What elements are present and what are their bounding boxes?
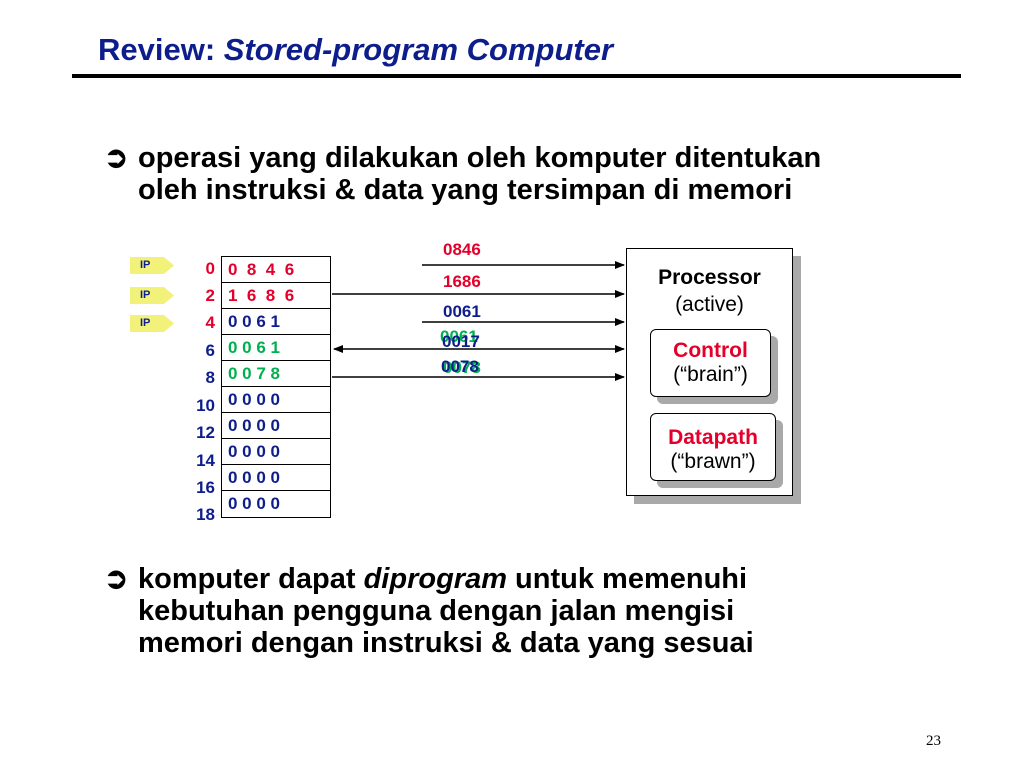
memory-cell: 0 0 0 0 (228, 494, 280, 513)
ip-arrow-icon (130, 315, 174, 332)
page-number: 23 (926, 733, 941, 749)
mem-address: 2 (205, 286, 215, 305)
bullet-2-line-1: komputer dapat diprogram untuk memenuhi (138, 563, 754, 595)
memory-cell: 0 0 6 1 (222, 335, 330, 361)
bullet-arrow-icon: ➲ (104, 563, 129, 595)
ip-arrow-icon (130, 257, 174, 274)
ip-label: IP (140, 289, 151, 301)
memory-table: 0 8 4 6 1 6 8 6 0 0 6 1 0 0 6 1 0 0 7 8 … (221, 256, 331, 518)
control-box: Control (“brain”) (650, 329, 771, 397)
datapath-box: Datapath (“brawn”) (650, 413, 776, 481)
mem-address: 16 (196, 478, 215, 497)
ip-arrow-2: IP (130, 287, 174, 304)
control-sub: (“brain”) (673, 363, 748, 386)
bus-label-3: 0061 (443, 302, 481, 321)
ip-arrow-1: IP (130, 257, 174, 274)
mem-address: 0 (205, 259, 215, 278)
memory-cell: 0 0 0 0 (222, 413, 330, 439)
mem-address: 18 (196, 505, 215, 524)
bus-label-5b: 0078 (441, 357, 479, 376)
mem-address: 10 (196, 396, 215, 415)
bullet-2-text: komputer dapat (138, 563, 364, 595)
bullet-2-line-3: memori dengan instruksi & data yang sesu… (138, 627, 754, 659)
bullet-arrow-icon: ➲ (104, 142, 129, 174)
title-rule (72, 74, 961, 78)
mem-address: 4 (205, 313, 215, 332)
bullet-1-line-1: operasi yang dilakukan oleh komputer dit… (138, 142, 822, 174)
ip-arrow-icon (130, 287, 174, 304)
datapath-name: Datapath (668, 426, 758, 449)
memory-cell: 0 8 4 6 (222, 257, 330, 283)
processor-subtitle: (active) (675, 293, 744, 316)
bullet-2-text-after: untuk memenuhi (507, 563, 748, 595)
memory-cell: 0 0 7 8 (222, 361, 330, 387)
memory-cell: 0 0 6 1 (222, 309, 330, 335)
mem-address: 14 (196, 451, 215, 470)
bus-label-2: 1686 (443, 272, 481, 291)
bus-label-4a: 0061 (440, 327, 478, 346)
title-prefix: Review: (98, 32, 224, 67)
bullet-2-italic: diprogram (363, 563, 507, 595)
slide-title: Review: Stored-program Computer (98, 32, 613, 68)
memory-cell: 1 6 8 6 (222, 283, 330, 309)
mem-address: 6 (205, 341, 215, 360)
memory-cell: 0 0 0 0 (222, 465, 330, 491)
memory-cell: 0 0 0 0 (222, 439, 330, 465)
datapath-sub: (“brawn”) (670, 450, 756, 473)
memory-cell: 0 0 0 0 (222, 387, 330, 413)
bus-label-5a: 0078 (443, 358, 481, 377)
ip-label: IP (140, 259, 151, 271)
title-italic: Stored-program Computer (223, 32, 614, 67)
bullet-2-line-2: kebutuhan pengguna dengan jalan mengisi (138, 595, 735, 627)
mem-address: 8 (205, 368, 215, 387)
bus-label-4b: 0017 (442, 332, 480, 351)
processor-title: Processor (658, 266, 761, 289)
mem-address: 12 (196, 423, 215, 442)
bus-label-1: 0846 (443, 240, 481, 259)
ip-label: IP (140, 317, 151, 329)
bullet-1-line-2: oleh instruksi & data yang tersimpan di … (138, 174, 793, 206)
control-name: Control (673, 339, 748, 362)
ip-arrow-3: IP (130, 315, 174, 332)
